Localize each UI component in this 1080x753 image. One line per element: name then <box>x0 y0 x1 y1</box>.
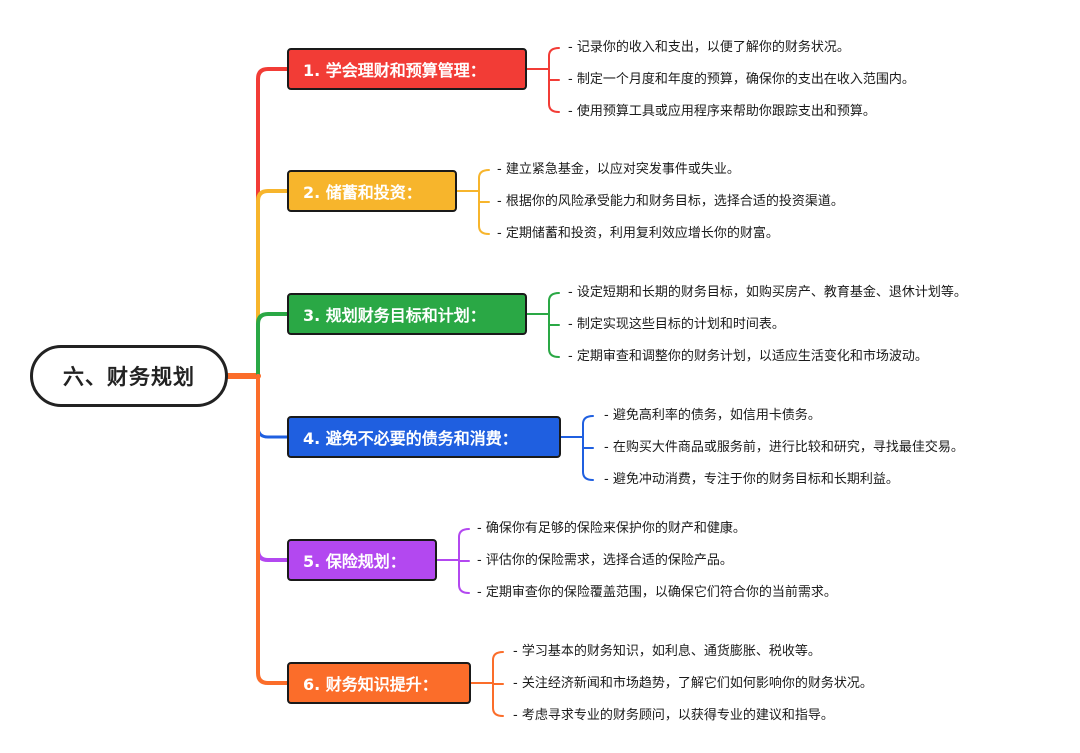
branch-connector-2 <box>256 189 289 378</box>
leaf-item[interactable]: - 在购买大件商品或服务前，进行比较和研究，寻找最佳交易。 <box>604 440 964 455</box>
leaf-item[interactable]: - 避免冲动消费，专注于你的财务目标和长期利益。 <box>604 472 899 487</box>
branch-connector-5 <box>256 374 289 562</box>
branch-label: 2. 储蓄和投资： <box>303 183 422 202</box>
branch-label: 6. 财务知识提升： <box>303 675 438 694</box>
root-node[interactable]: 六、财务规划 <box>30 345 228 407</box>
leaf-item[interactable]: - 根据你的风险承受能力和财务目标，选择合适的投资渠道。 <box>497 194 844 209</box>
leaf-item[interactable]: - 评估你的保险需求，选择合适的保险产品。 <box>477 553 733 568</box>
branch-label: 3. 规划财务目标和计划： <box>303 306 486 325</box>
leaf-item[interactable]: - 制定实现这些目标的计划和时间表。 <box>568 317 785 332</box>
branch-connector-6 <box>256 374 289 685</box>
branch-label: 4. 避免不必要的债务和消费： <box>303 429 518 448</box>
branch-connector-4 <box>256 374 289 439</box>
leaf-item[interactable]: - 定期储蓄和投资，利用复利效应增长你的财富。 <box>497 226 779 241</box>
branch-node-2[interactable]: 2. 储蓄和投资： <box>287 170 457 212</box>
branch-node-6[interactable]: 6. 财务知识提升： <box>287 662 471 704</box>
branch-connector-1 <box>256 67 289 378</box>
leaf-item[interactable]: - 定期审查和调整你的财务计划，以适应生活变化和市场波动。 <box>568 349 928 364</box>
branch-node-5[interactable]: 5. 保险规划： <box>287 539 437 581</box>
leaf-item[interactable]: - 记录你的收入和支出，以便了解你的财务状况。 <box>568 40 850 55</box>
leaf-item[interactable]: - 考虑寻求专业的财务顾问，以获得专业的建议和指导。 <box>513 708 834 723</box>
root-label: 六、财务规划 <box>63 365 195 389</box>
branch-label: 1. 学会理财和预算管理： <box>303 61 486 80</box>
branch-node-4[interactable]: 4. 避免不必要的债务和消费： <box>287 416 561 458</box>
branch-node-3[interactable]: 3. 规划财务目标和计划： <box>287 293 527 335</box>
leaf-item[interactable]: - 关注经济新闻和市场趋势，了解它们如何影响你的财务状况。 <box>513 676 873 691</box>
leaf-item[interactable]: - 确保你有足够的保险来保护你的财产和健康。 <box>477 521 746 536</box>
leaf-item[interactable]: - 使用预算工具或应用程序来帮助你跟踪支出和预算。 <box>568 104 876 119</box>
leaf-item[interactable]: - 学习基本的财务知识，如利息、通货膨胀、税收等。 <box>513 644 821 659</box>
leaf-item[interactable]: - 定期审查你的保险覆盖范围，以确保它们符合你的当前需求。 <box>477 585 837 600</box>
leaf-item[interactable]: - 设定短期和长期的财务目标，如购买房产、教育基金、退休计划等。 <box>568 285 967 300</box>
leaf-item[interactable]: - 建立紧急基金，以应对突发事件或失业。 <box>497 162 740 177</box>
leaf-item[interactable]: - 制定一个月度和年度的预算，确保你的支出在收入范围内。 <box>568 72 915 87</box>
branch-label: 5. 保险规划： <box>303 552 406 571</box>
branch-connector-3 <box>256 312 289 378</box>
branch-node-1[interactable]: 1. 学会理财和预算管理： <box>287 48 527 90</box>
leaf-item[interactable]: - 避免高利率的债务，如信用卡债务。 <box>604 408 821 423</box>
